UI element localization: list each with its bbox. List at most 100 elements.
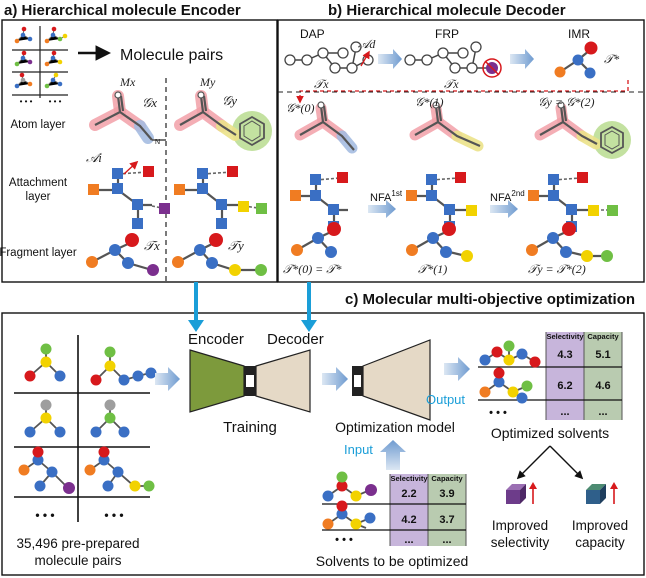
in-header-sel: Selectivity <box>390 474 428 483</box>
row-label-attachment-2: layer <box>26 191 51 203</box>
panel-c-title: c) Molecular multi-objective optimizatio… <box>345 291 635 308</box>
fragment-tree-y: 𝒯y <box>172 233 267 276</box>
model-decoder-trapezoid <box>362 339 431 421</box>
out-header-sel: Selectivity <box>546 332 584 341</box>
decoder-graph-2: 𝒢y = 𝒢*(2) <box>534 95 631 159</box>
pairs-count-label: 35,496 pre-prepared <box>16 536 139 551</box>
dap-tree-label: 𝒯x <box>314 77 329 91</box>
tree-y-label: 𝒯y <box>228 238 244 253</box>
fragment-tree-x: 𝒯x <box>86 233 160 276</box>
improved-sel-1: Improved <box>492 518 548 533</box>
frp-to-imr-arrow <box>510 49 534 69</box>
improved-sel-2: selectivity <box>491 535 550 550</box>
panel-a-border <box>1 19 278 283</box>
decoder-tree-0: 𝒯*(0) = 𝒯* <box>283 222 341 276</box>
grid-dots-right: • • • <box>104 508 123 522</box>
attach-d-label: 𝒜d <box>358 37 376 51</box>
attach-label: 𝒜i <box>86 150 102 165</box>
row-label-atom: Atom layer <box>11 119 66 131</box>
improved-cap-2: capacity <box>575 535 625 550</box>
out-r1-sel: 4.3 <box>557 349 572 361</box>
col-mx-label: Mx <box>119 75 136 89</box>
decoder-graph-0: 𝒢*(0) <box>286 101 358 154</box>
out-r2-cap: 4.6 <box>595 380 610 392</box>
dap-tree: 𝒜d 𝒯x <box>284 37 376 91</box>
thumb-dots-left: • • • <box>20 97 33 106</box>
branch-arrow-left <box>516 445 551 480</box>
panel-b-title: b) Hierarchical molecule Decoder <box>328 2 566 19</box>
selectivity-cube-icon <box>506 484 526 504</box>
branch-arrow-right <box>549 445 584 480</box>
g0-label: 𝒢*(0) <box>286 101 315 115</box>
graph-y-label: 𝒢y <box>222 93 237 108</box>
in-r2-sel: 4.2 <box>401 514 416 526</box>
step-dap: DAP <box>300 27 325 41</box>
decoder-attach-2 <box>528 172 618 232</box>
encoder-label: Encoder <box>188 331 244 348</box>
tree-x-label: 𝒯x <box>144 238 160 253</box>
frp-tree: 𝒯x <box>404 41 502 91</box>
t0-label: 𝒯*(0) = 𝒯* <box>283 262 341 276</box>
capacity-cube-icon <box>586 484 606 504</box>
input-label: Input <box>344 442 373 457</box>
g1-label: 𝒢*(1) <box>415 95 444 109</box>
attachment-graph-x: 𝒜i <box>86 150 170 229</box>
nfa2-arrow <box>490 200 518 218</box>
panel-a-title: a) Hierarchical molecule Encoder <box>4 2 241 19</box>
output-table: Selectivity Capacity 4.3 5.1 6.2 4.6 ...… <box>478 332 623 420</box>
encoder-trapezoid <box>189 349 245 413</box>
decoder-tree-1: 𝒯*(1) <box>406 222 473 276</box>
step-frp: FRP <box>435 27 459 41</box>
decoder-label: Decoder <box>267 331 324 348</box>
output-label: Output <box>426 392 465 407</box>
optimized-label: Optimized solvents <box>491 425 609 441</box>
pairs-to-training-arrow <box>155 367 180 391</box>
atom-graph-y: 𝒢y <box>174 90 272 151</box>
imr-tree: 𝒯* <box>554 41 619 79</box>
input-table: Selectivity Capacity 2.2 3.9 4.2 3.7 ...… <box>322 471 467 546</box>
decoder-trapezoid <box>255 349 311 413</box>
nfa1-arrow <box>368 200 396 218</box>
training-to-model-arrow <box>322 367 348 391</box>
in-r3-cap: ... <box>442 534 451 546</box>
decoder-graph-1: 𝒢*(1) <box>409 95 484 152</box>
improved-cap-1: Improved <box>572 518 628 533</box>
atom-graph-x: N 𝒢x <box>89 90 166 146</box>
out-header-cap: Capacity <box>587 332 619 341</box>
out-mol-dots: • • • <box>489 407 507 419</box>
training-label: Training <box>223 419 277 436</box>
encoder-to-training-connector <box>188 282 204 332</box>
capacity-up-arrow-icon <box>610 482 618 504</box>
decoder-attach-0 <box>290 172 348 232</box>
molecule-pairs-thumbnail: • • • • • • <box>12 26 68 106</box>
in-header-cap: Capacity <box>431 474 463 483</box>
row-label-attachment-1: Attachment <box>9 177 68 189</box>
frp-tree-label: 𝒯x <box>444 77 459 91</box>
to-optimize-label: Solvents to be optimized <box>316 553 469 569</box>
out-r1-cap: 5.1 <box>595 349 610 361</box>
thumb-dots-right: • • • <box>49 97 62 106</box>
selectivity-up-arrow-icon <box>529 482 537 504</box>
imr-tree-label: 𝒯* <box>604 52 619 66</box>
panel-b-border <box>277 19 645 283</box>
attachment-graph-y <box>174 166 267 229</box>
out-r3-cap: ... <box>598 406 607 418</box>
out-r2-sel: 6.2 <box>557 380 572 392</box>
output-arrow <box>444 357 470 381</box>
t2-label: 𝒯y = 𝒯*(2) <box>528 262 586 276</box>
in-r1-sel: 2.2 <box>401 488 416 500</box>
feedback-line <box>296 80 629 104</box>
decoder-tree-2: 𝒯y = 𝒯*(2) <box>526 222 613 276</box>
molecule-pairs-label: Molecule pairs <box>120 47 223 64</box>
in-mol-dots: • • • <box>335 534 353 546</box>
decoder-to-training-connector <box>301 282 317 332</box>
graph-x-label: 𝒢x <box>142 95 157 110</box>
step-imr: IMR <box>568 27 590 41</box>
nfa2-label: NFA2nd <box>490 189 525 204</box>
pairs-line2-label: molecule pairs <box>34 553 121 568</box>
model-label: Optimization model <box>335 419 455 435</box>
svg-text:N: N <box>155 139 160 146</box>
input-arrow <box>380 440 406 470</box>
in-r1-cap: 3.9 <box>439 488 454 500</box>
